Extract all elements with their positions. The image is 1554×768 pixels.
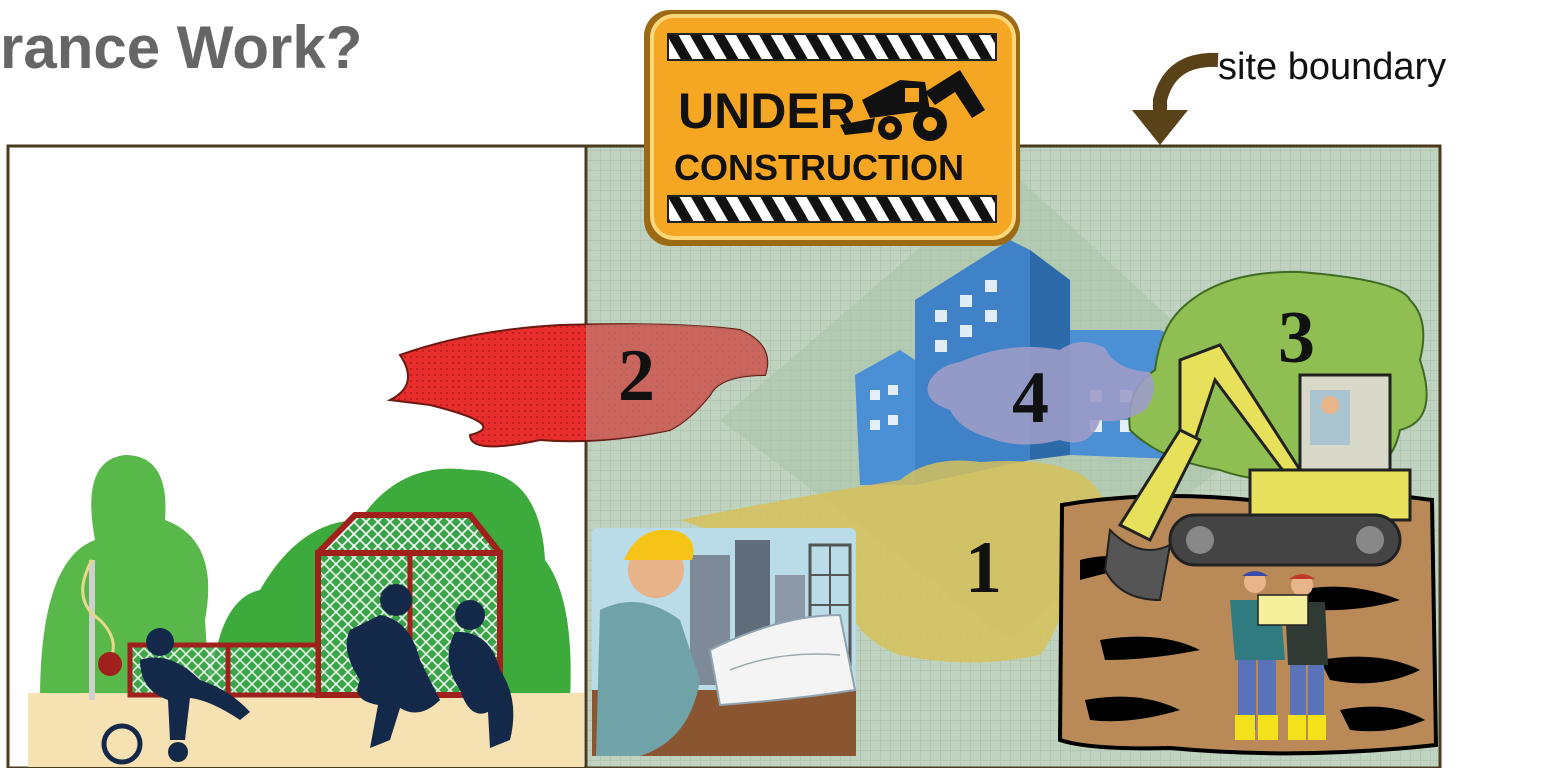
zone-1: 1 — [680, 460, 1110, 663]
backhoe-icon — [840, 70, 985, 141]
site-boundary-label: site boundary — [1218, 46, 1447, 88]
engineer-with-plans-image — [592, 528, 857, 756]
under-construction-sign: UNDER CONSTRUCTION — [644, 10, 1020, 246]
zone-2: 2 — [386, 323, 769, 448]
tether-ball — [98, 652, 122, 676]
zone-4-label: 4 — [1012, 357, 1049, 439]
site-boundary-arrow — [1132, 52, 1219, 145]
zone-2-label: 2 — [618, 335, 655, 417]
sign-line1: UNDER — [678, 83, 856, 139]
zone-1-label: 1 — [965, 527, 1002, 609]
page-title: rance Work? — [0, 14, 363, 81]
zone-3-label: 3 — [1278, 297, 1315, 379]
neighbor-area — [6, 144, 588, 768]
workers — [1230, 571, 1328, 740]
zone-4: 4 — [927, 341, 1154, 445]
excavator-site-image — [1057, 343, 1439, 756]
children-silhouettes — [101, 584, 514, 765]
sign-line2: CONSTRUCTION — [674, 147, 964, 188]
